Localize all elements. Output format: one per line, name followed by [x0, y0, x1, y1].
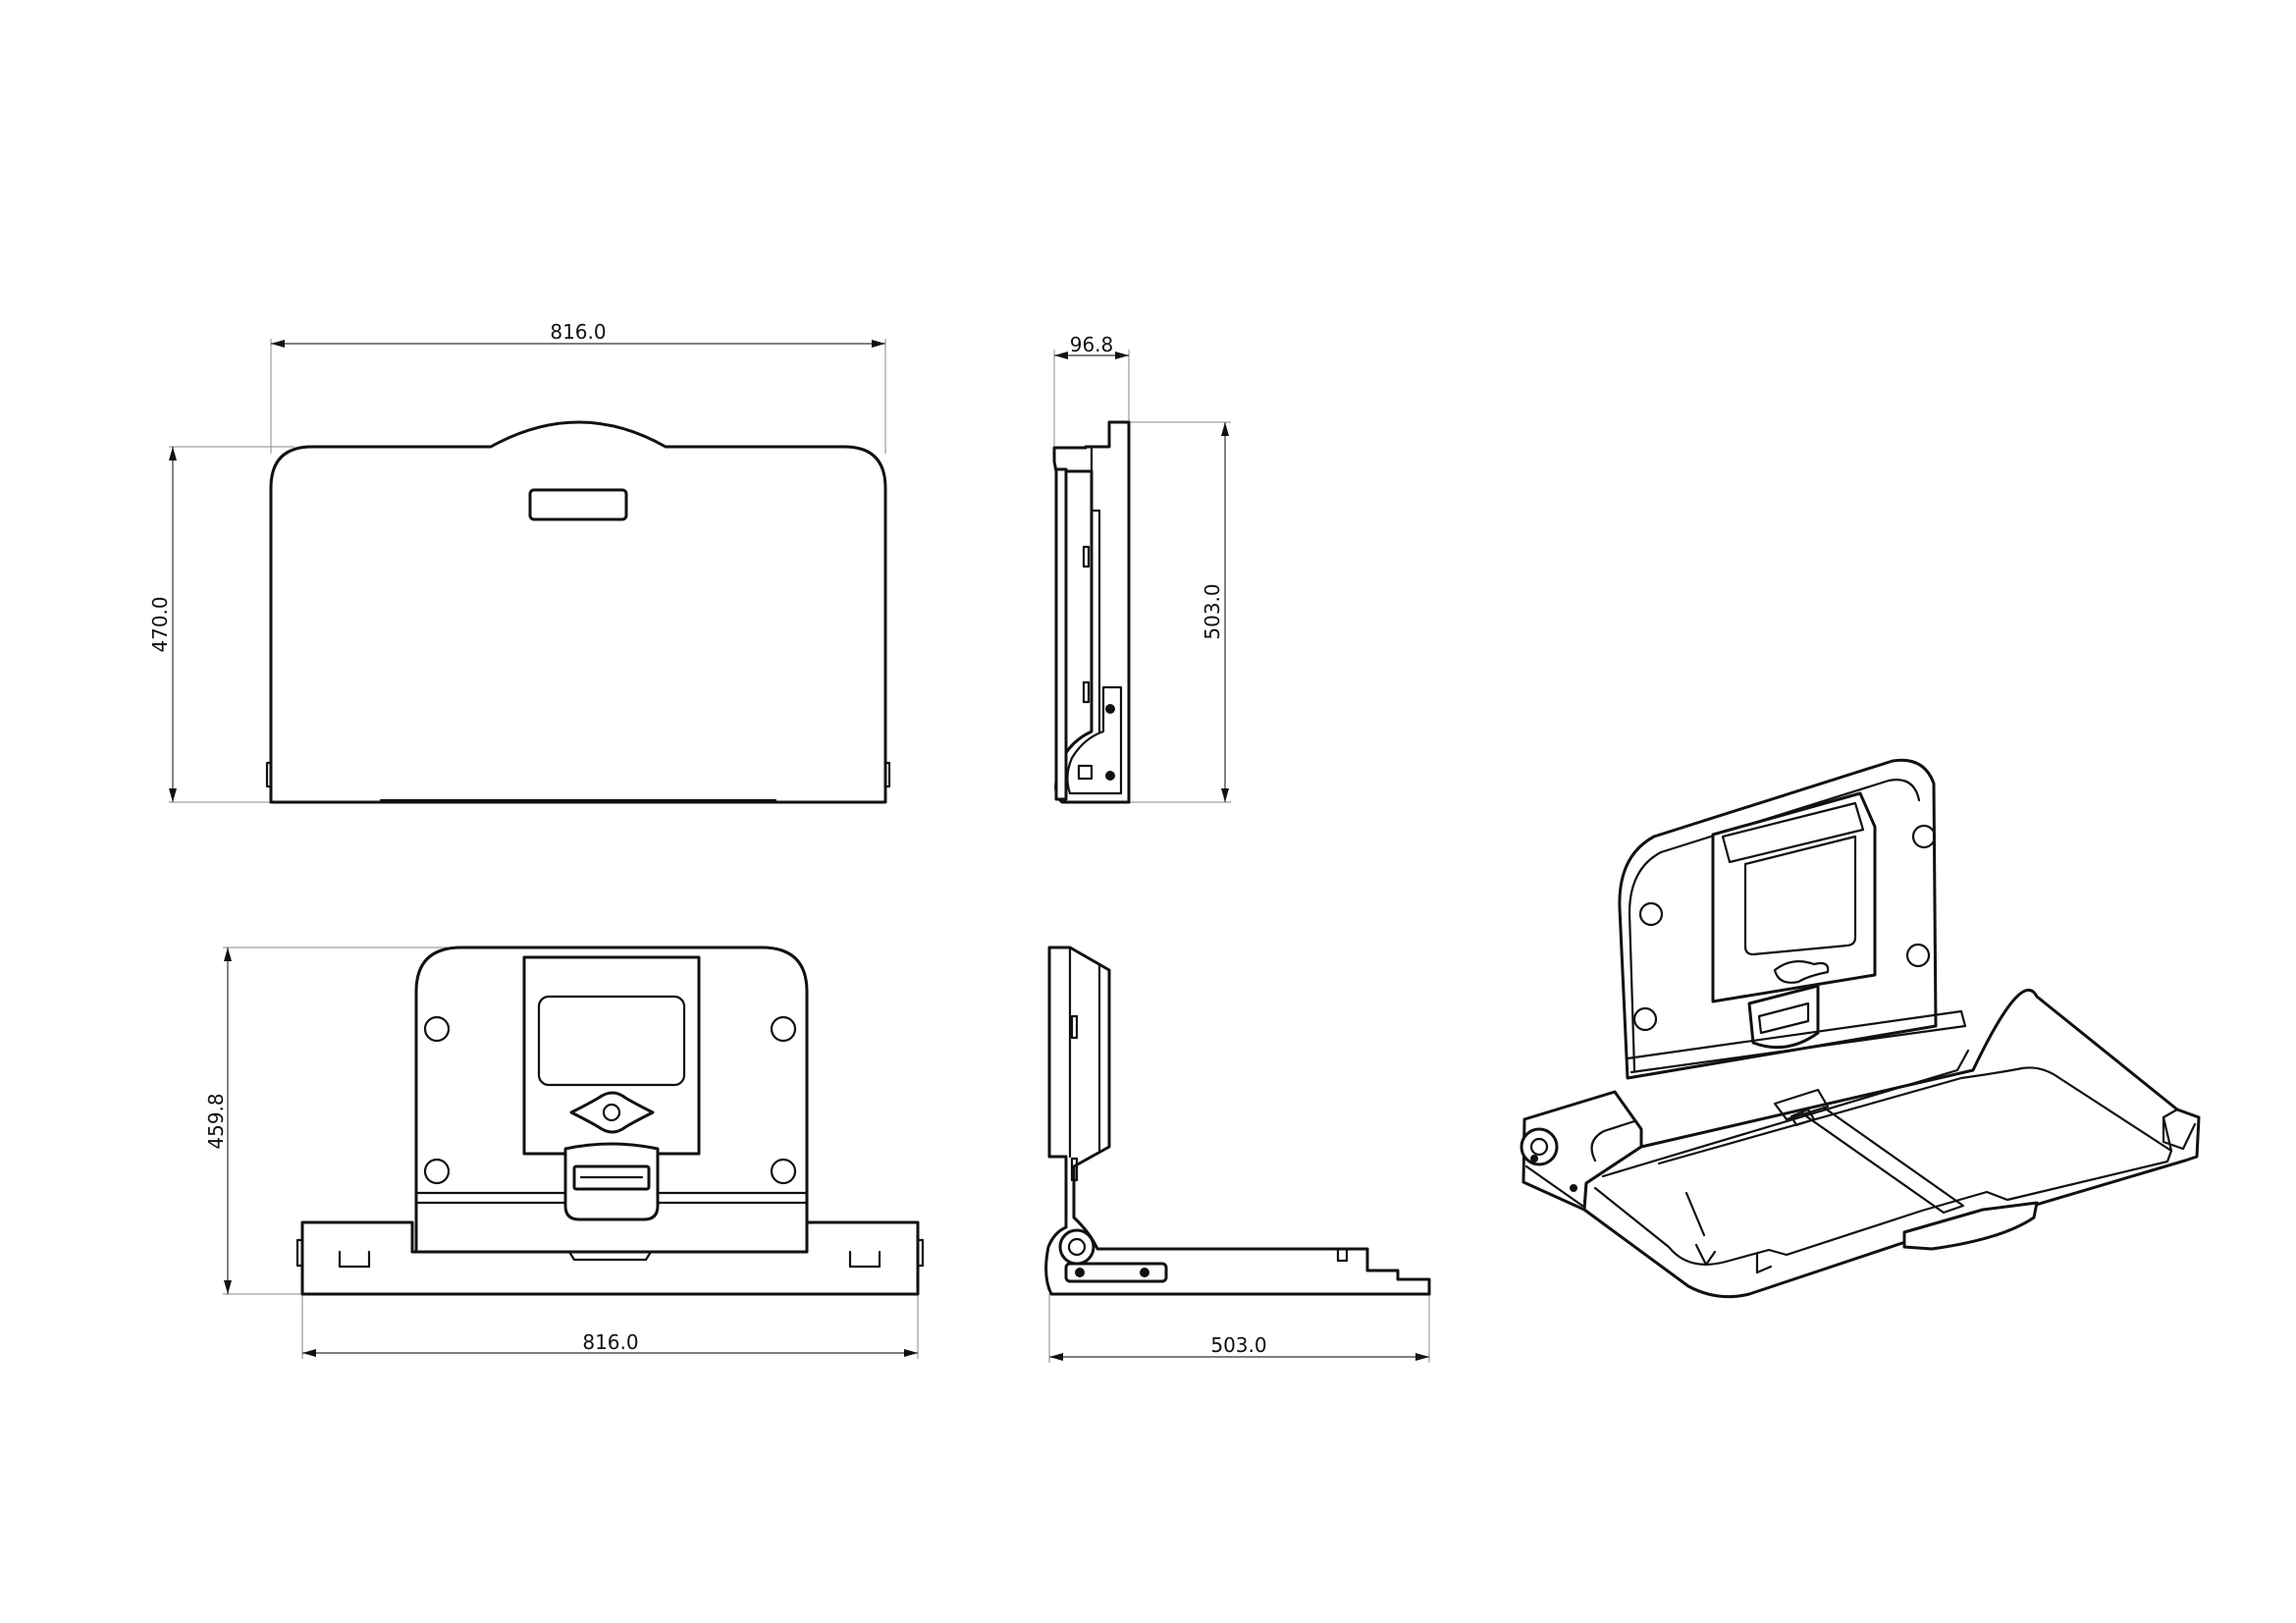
open-side-depth-label: 503.0 — [1210, 1333, 1266, 1357]
open-width-label: 816.0 — [582, 1330, 638, 1354]
side-depth-label: 96.8 — [1070, 333, 1114, 356]
side-height-label: 503.0 — [1201, 583, 1224, 639]
side-view-closed: 96.8 503.0 — [1052, 333, 1231, 804]
front-view-open: 459.8 816.0 — [204, 946, 925, 1359]
isometric-view — [1520, 758, 2201, 1299]
open-height-label: 459.8 — [204, 1093, 228, 1149]
front-view-closed: 816.0 470.0 — [148, 320, 891, 804]
front-height-label: 470.0 — [148, 596, 172, 652]
side-view-open: 503.0 — [1044, 946, 1431, 1363]
front-width-label: 816.0 — [550, 320, 606, 344]
